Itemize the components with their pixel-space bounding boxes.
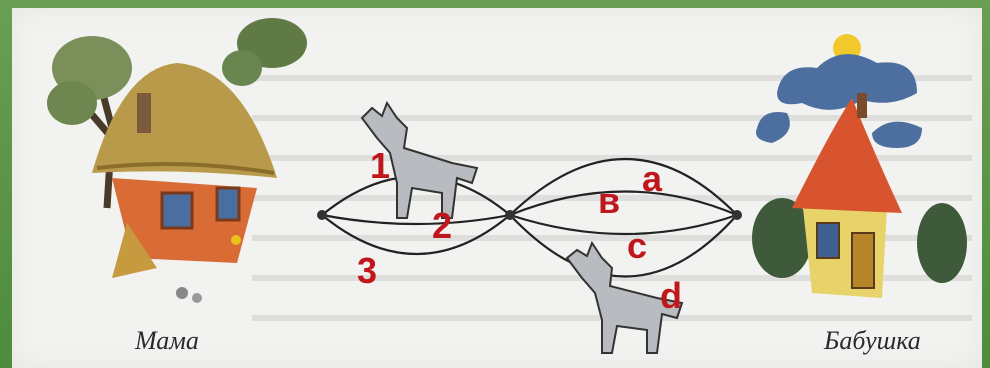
illustration-panel: 1 2 3 a в c d Мама Бабушка bbox=[12, 8, 982, 368]
path-2 bbox=[321, 213, 511, 226]
node-babushka bbox=[732, 210, 742, 220]
cloud-icon bbox=[756, 54, 922, 148]
label-path-d: d bbox=[660, 275, 682, 316]
label-path-1: 1 bbox=[370, 145, 391, 186]
node-middle bbox=[505, 210, 515, 220]
path-c bbox=[509, 213, 738, 236]
paths-diagram bbox=[47, 18, 972, 354]
path-b bbox=[509, 190, 738, 217]
path-a bbox=[509, 158, 738, 216]
node-mama bbox=[317, 210, 327, 220]
wolf-icon-top bbox=[360, 100, 479, 219]
caption-babushka: Бабушка bbox=[824, 326, 921, 355]
label-path-3: 3 bbox=[357, 250, 378, 291]
wolf-icon-bottom bbox=[565, 240, 684, 354]
left-house-icon bbox=[92, 63, 277, 303]
label-path-2: 2 bbox=[432, 205, 453, 246]
label-path-c: c bbox=[627, 225, 648, 266]
tree-icon bbox=[47, 18, 307, 209]
path-nodes bbox=[317, 210, 742, 220]
caption-mama: Мама bbox=[135, 326, 199, 355]
path-3 bbox=[321, 214, 511, 256]
paths-right bbox=[509, 158, 738, 278]
right-house-icon bbox=[752, 93, 967, 298]
label-path-b: в bbox=[598, 180, 621, 221]
label-path-a: a bbox=[642, 158, 663, 199]
path-d bbox=[509, 214, 738, 278]
